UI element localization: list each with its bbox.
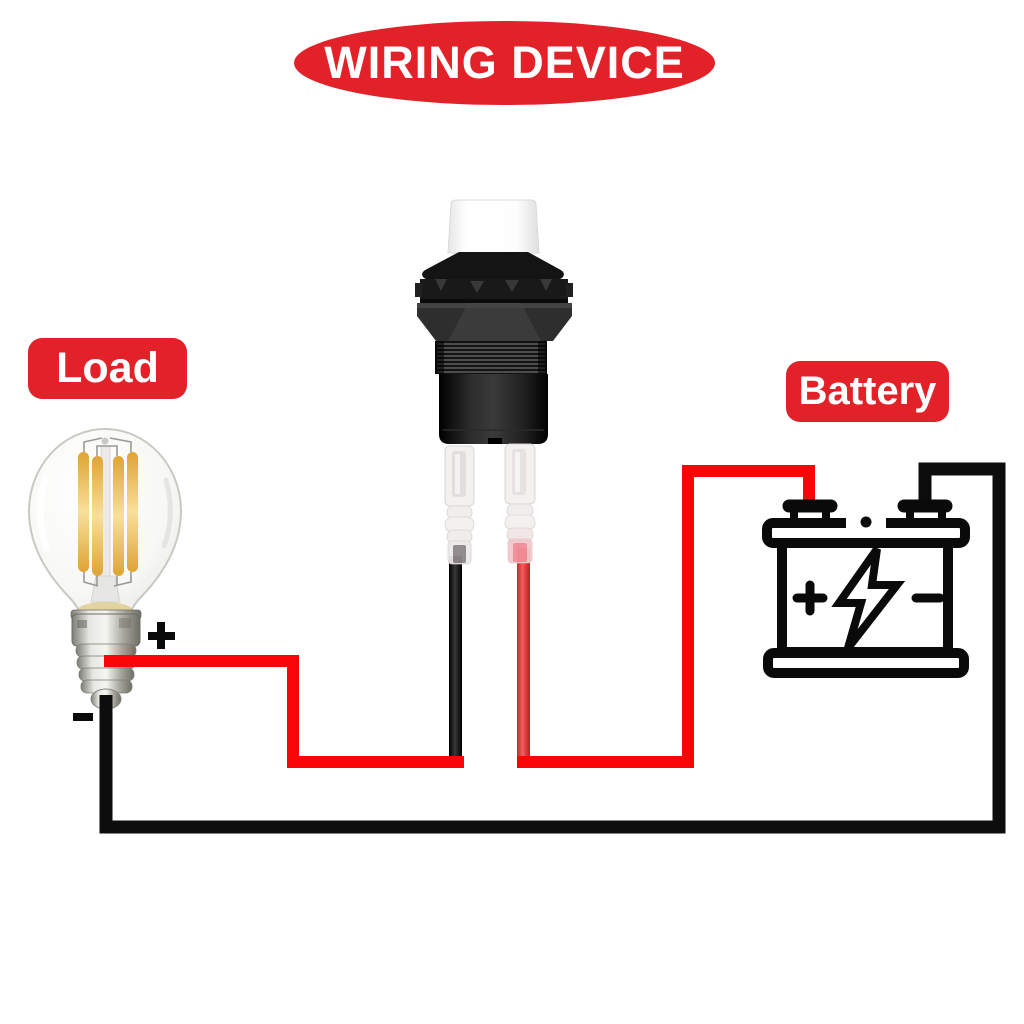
red-wire-battery-segment (517, 465, 815, 768)
load-label-text: Load (56, 344, 159, 392)
bulb-negative-symbol (73, 713, 93, 721)
bulb-polarity-marks (73, 622, 175, 721)
car-battery-icon (762, 499, 970, 678)
spade-connector-right (504, 443, 536, 564)
battery-base (763, 648, 969, 678)
switch-body (439, 374, 548, 444)
lightning-bolt-icon (831, 546, 906, 651)
switch-red-lead-wire (517, 548, 530, 764)
glass-shade (161, 477, 173, 549)
title-badge: WIRING DEVICE (294, 21, 715, 105)
black-wire (99, 462, 1006, 834)
switch-hex-nut (417, 303, 572, 341)
led-filaments (78, 452, 138, 576)
switch-bezel (422, 252, 564, 281)
spade-connector-left (444, 445, 475, 565)
page-title: WIRING DEVICE (324, 37, 685, 88)
bulb-positive-symbol (148, 622, 175, 649)
switch-threaded-barrel (435, 341, 547, 374)
circuit-wires (99, 462, 1006, 834)
battery-terminal-negative (897, 499, 953, 521)
switch-button-cap (447, 199, 540, 254)
bulb-stem-flare (90, 575, 121, 603)
red-wire-load-segment (104, 655, 464, 768)
battery-label-text: Battery (798, 369, 937, 413)
filament-bulb-icon (27, 427, 183, 710)
stem-tip (101, 437, 109, 445)
push-button-switch-icon (415, 199, 573, 764)
battery-terminal-positive (782, 499, 838, 521)
lid-dot (860, 516, 872, 528)
glass-highlight (36, 474, 51, 552)
switch-black-lead-wire (449, 556, 462, 762)
battery-label: Battery (786, 361, 949, 422)
filament-supports (83, 437, 132, 587)
switch-lock-ring (415, 279, 573, 303)
battery-positive-symbol (792, 580, 828, 616)
load-label: Load (28, 338, 187, 399)
